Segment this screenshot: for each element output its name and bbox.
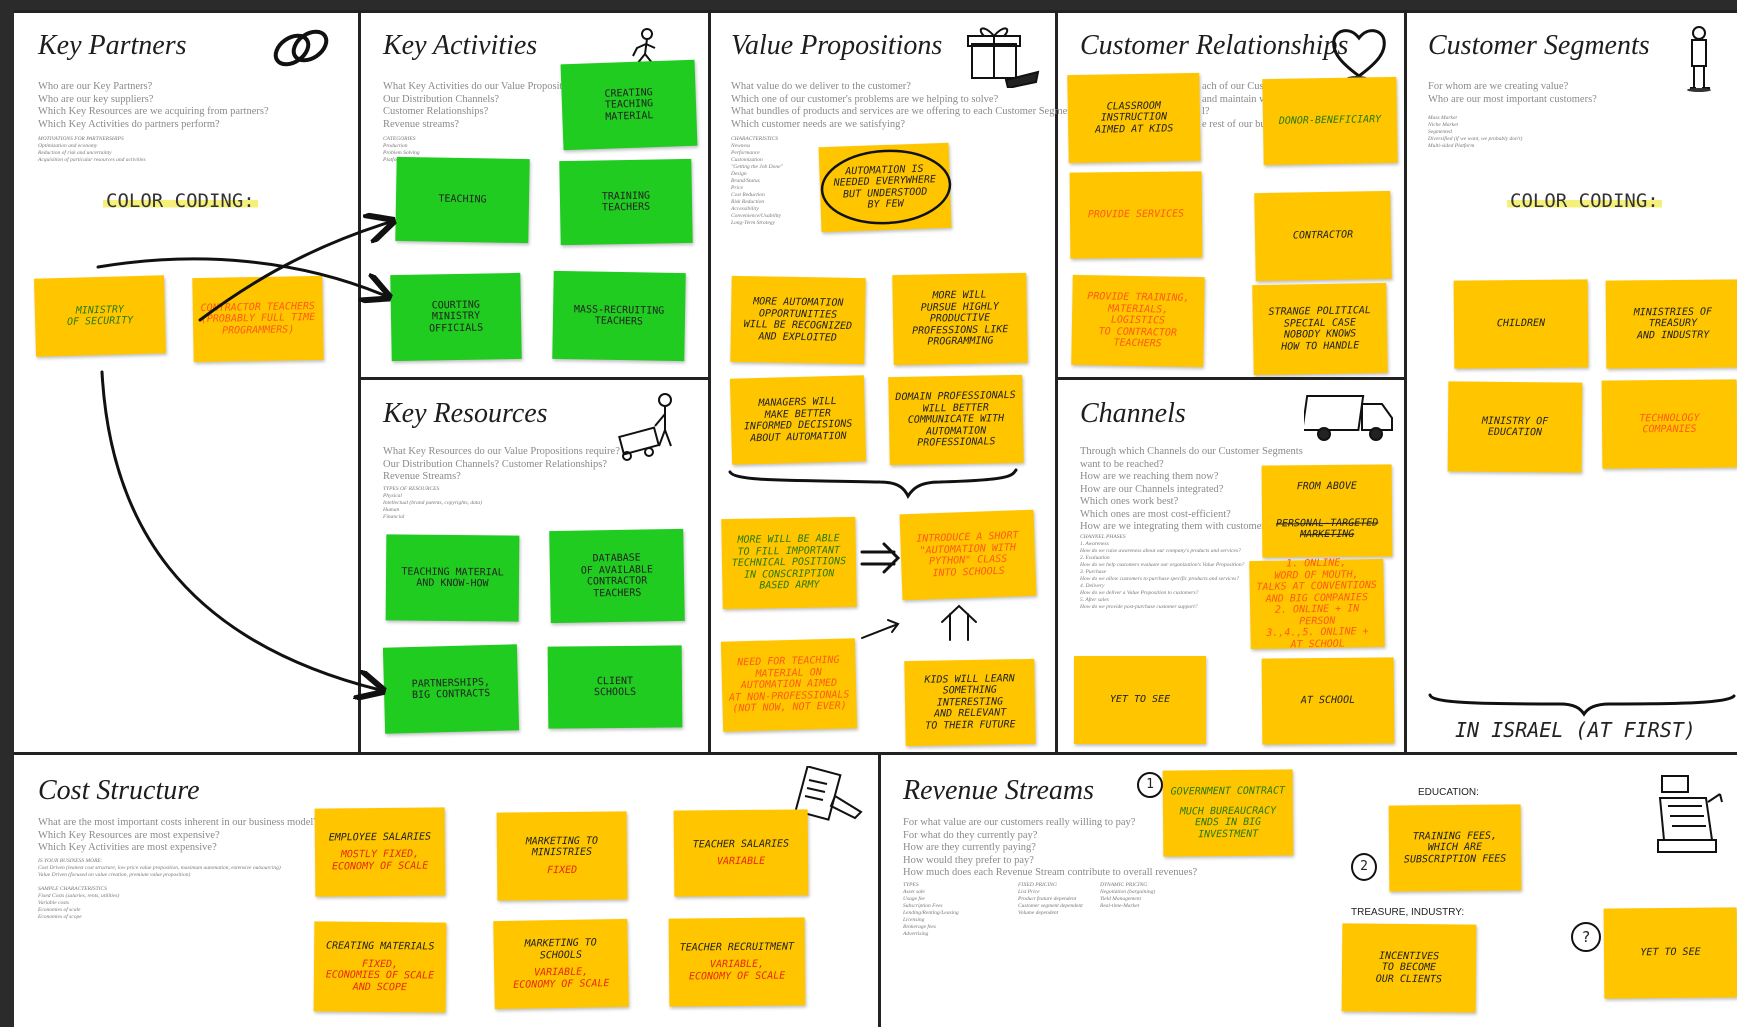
grid-line-mid [14,752,1737,755]
channels-questions: Through which Channels do our Customer S… [1080,446,1303,532]
receipt-icon [794,765,865,827]
channels-phases: CHANNEL PHASES 1. Awareness How do we ra… [1080,534,1245,610]
key-partners-title: Key Partners [38,30,187,61]
cost-structure-questions: What are the most important costs inhere… [38,817,318,853]
value-propositions-questions: What value do we deliver to the customer… [731,81,1081,130]
sticky-note-yet-to-see-channels[interactable]: YET TO SEE [1074,656,1206,744]
in-israel-label: IN ISRAEL (AT FIRST) [1455,718,1696,742]
customer-segments-types: Mass Market Niche Market Segmented Diver… [1428,115,1523,149]
arrow-up-right [861,619,900,639]
customer-relationships-title: Customer Relationships [1080,30,1349,61]
key-resources-title: Key Resources [383,398,548,429]
cost-structure-title: Cost Structure [38,775,200,806]
gift-box-icon [962,22,1042,93]
delivery-truck-icon [1301,390,1396,449]
grid-line-v4 [1404,10,1407,752]
value-propositions-characteristics: CHARACTERISTICS Newness Performance Cust… [731,136,783,226]
window-frame-left [0,0,14,1027]
education-label: EDUCATION: [1418,787,1479,798]
worker-icon [627,26,663,71]
revenue-streams-types: TYPES Asset sale Usage fee Subscription … [903,882,959,937]
marker-text: ? [1581,928,1591,946]
grid-line-top [14,10,1737,13]
arrow-to-teaching [198,222,390,322]
customer-segments-title: Customer Segments [1428,30,1650,61]
window-frame-top [0,0,1737,10]
grid-line-v3 [1055,10,1058,752]
treasure-industry-label: TREASURE, INDUSTRY: [1351,907,1465,918]
brace-value-props [728,468,1018,499]
revenue-streams-fixed-pricing: FIXED PRICING List Price Product feature… [1018,882,1083,916]
marker-text: 1 [1146,777,1154,792]
forklift-worker-icon [615,390,687,471]
note-text: YET TO SEE [1109,694,1171,706]
marker-number-1: 1 [1137,772,1163,798]
key-activities-questions: What Key Activities do our Value Proposi… [383,81,591,130]
grid-line-v1 [358,10,361,752]
revenue-streams-questions: For what value are our customers really … [903,817,1198,878]
revenue-streams-dynamic-pricing: DYNAMIC PRICING Negotiation (bargaining)… [1100,882,1156,909]
key-partners-questions: Who are our Key Partners? Who are our ke… [38,81,269,130]
cash-register-icon [1656,768,1728,863]
key-resources-questions: What Key Resources do our Value Proposit… [383,446,620,482]
brace-segments [1428,693,1736,717]
double-arrow [860,542,901,574]
key-activities-title: Key Activities [383,30,538,61]
arrow-to-courting [96,257,386,296]
person-icon [1684,24,1714,99]
grid-line-v5 [878,752,881,1027]
marker-question: ? [1571,922,1601,952]
grid-line-cr-ch [1056,377,1406,380]
grid-line-v2 [708,10,711,752]
revenue-streams-title: Revenue Streams [903,775,1094,806]
channels-title: Channels [1080,398,1186,429]
arrow-to-partnerships [100,370,380,690]
color-coding-label-right: COLOR CODING: [1507,190,1662,212]
color-coding-label-left: COLOR CODING: [103,190,258,212]
key-resources-types: TYPES OF RESOURCES Physical Intellectual… [383,486,482,520]
value-propositions-title: Value Propositions [731,30,943,61]
grid-line-ka-kr [360,377,710,380]
double-up-arrow [941,604,977,641]
key-partners-motivations: MOTIVATIONS FOR PARTNERSHIPS Optimizatio… [38,136,146,163]
chain-links-icon [270,22,332,81]
customer-segments-questions: For whom are we creating value? Who are … [1428,81,1597,105]
cost-structure-characteristics: IS YOUR BUSINESS MORE: Cost Driven (lean… [38,858,281,920]
marker-number-2: 2 [1351,853,1377,881]
circle-automation-needed [820,149,952,225]
marker-text: 2 [1360,859,1368,874]
